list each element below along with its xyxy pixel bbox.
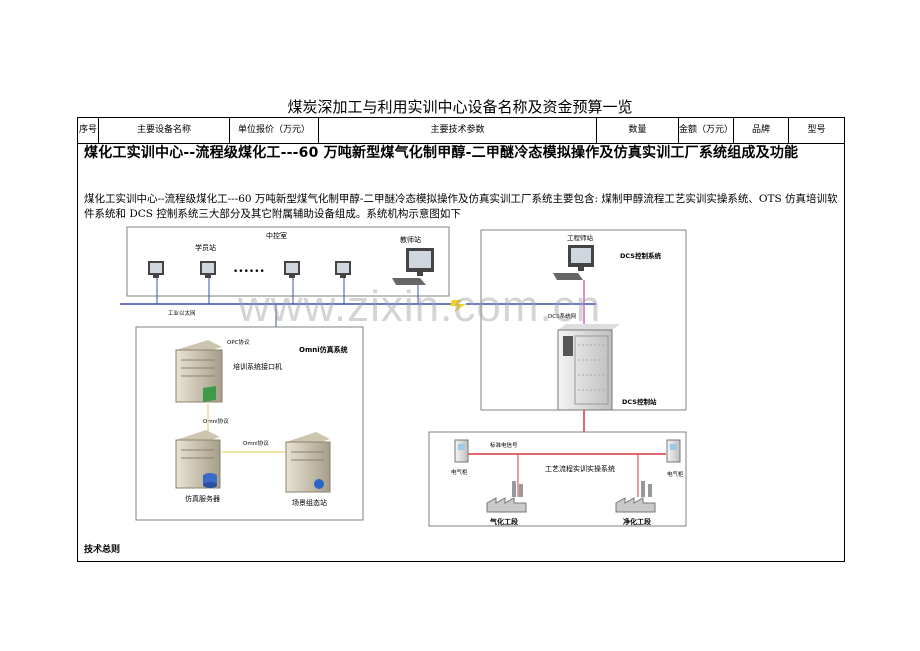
electric-cabinet-icon	[666, 439, 681, 463]
process-label: 工艺流程实训实操系统	[545, 464, 615, 473]
opc-label: OPC协议	[227, 338, 250, 346]
section-title: 煤化工实训中心--流程级煤化工---60 万吨新型煤气化制甲醇-二甲醚冷态模拟操…	[84, 145, 799, 161]
tech-general-label: 技术总则	[84, 545, 121, 555]
factory-icon	[615, 481, 656, 513]
teacher-label: 教师站	[400, 235, 421, 244]
omni-frame	[135, 326, 364, 521]
electric-cabinet-icon	[454, 439, 469, 463]
intro-paragraph: 煤化工实训中心--流程级煤化工---60 万吨新型煤气化制甲醇-二甲醚冷态模拟操…	[84, 193, 838, 220]
sim-server-label: 仿真服务器	[185, 494, 220, 503]
watermark: www.zixin.com.cn	[238, 282, 602, 331]
interface-label: 培训系统接口机	[233, 362, 282, 371]
header-params: 主要技术参数	[318, 117, 597, 144]
ethernet-label: 工业以太网	[168, 309, 196, 317]
table-header-row: 序号 主要设备名称 单位报价（万元） 主要技术参数 数量 金额（万元） 品牌 型…	[77, 117, 845, 144]
header-amount: 金额（万元）	[678, 117, 734, 144]
control-room-label: 中控室	[266, 231, 287, 240]
omni-protocol-label-2: Omni协议	[243, 439, 269, 447]
dcs-station-label: DCS控制站	[622, 397, 657, 406]
omni-protocol-label-1: Omni协议	[203, 417, 229, 425]
factory-icon	[486, 481, 527, 513]
cabinet-left-label: 电气柜	[451, 468, 468, 476]
dcs-system-label: DCS控制系统	[620, 251, 661, 260]
table-body-cell	[77, 143, 845, 562]
purification-label: 净化工段	[623, 517, 651, 526]
gasification-label: 气化工段	[489, 517, 518, 526]
dcs-cabinet-icon	[557, 324, 620, 411]
process-frame	[428, 431, 687, 527]
scene-station-label: 场景组态站	[292, 498, 327, 507]
sim-server-icon	[175, 430, 221, 489]
student-monitor-icon	[284, 261, 300, 278]
budget-table: 序号 主要设备名称 单位报价（万元） 主要技术参数 数量 金额（万元） 品牌 型…	[77, 117, 845, 144]
ellipsis-dots: ••••••	[233, 267, 265, 277]
header-qty: 数量	[596, 117, 679, 144]
header-name: 主要设备名称	[98, 117, 230, 144]
control-room-frame	[126, 226, 450, 297]
cabinet-right-label: 电气柜	[667, 470, 684, 478]
students-label: 学员站	[195, 243, 216, 252]
teacher-station-icon	[392, 248, 434, 285]
interface-server-icon	[175, 340, 223, 403]
omni-system-label: Omni仿真系统	[299, 345, 348, 354]
lightning-icon	[450, 300, 466, 312]
engineer-station-icon	[553, 245, 594, 280]
scene-station-icon	[285, 432, 331, 493]
document-title: 煤炭深加工与利用实训中心设备名称及资金预算一览	[287, 98, 633, 116]
header-model: 型号	[788, 117, 845, 144]
dcs-net-label: DCS系统网	[548, 312, 577, 320]
student-monitor-icon	[335, 261, 351, 278]
student-monitor-icon	[200, 261, 216, 278]
signal-label: 标准电信号	[490, 441, 518, 449]
student-monitor-icon	[148, 261, 164, 278]
engineer-label: 工程师站	[567, 233, 594, 242]
